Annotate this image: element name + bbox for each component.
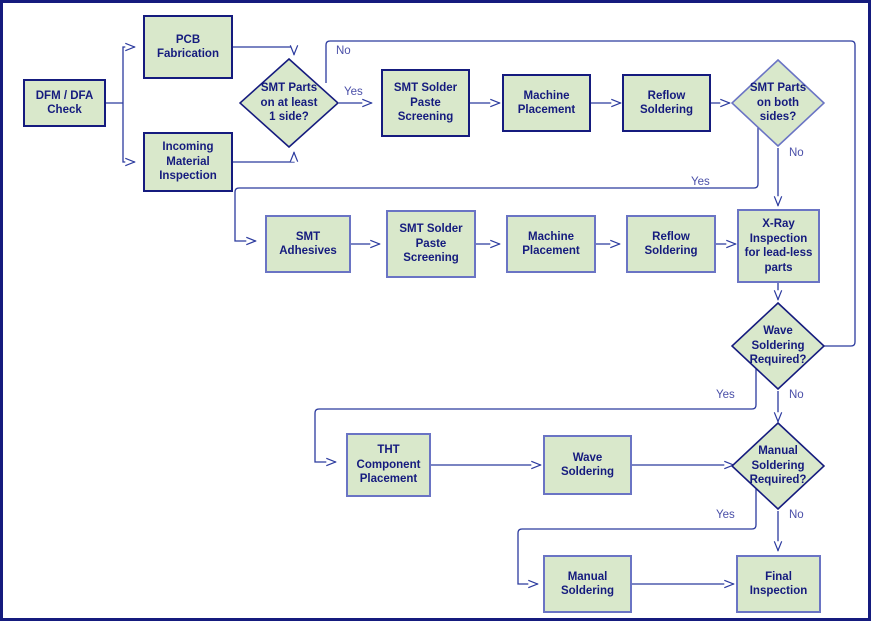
- node-pcb-fabrication[interactable]: PCB Fabrication: [143, 15, 233, 79]
- diamond-shape: [239, 58, 339, 148]
- node-final-inspection[interactable]: Final Inspection: [736, 555, 821, 613]
- node-label: Machine Placement: [522, 230, 580, 258]
- edge-pcb-smt1side: [233, 47, 294, 55]
- node-xray-inspection[interactable]: X-Ray Inspection for lead-less parts: [737, 209, 820, 283]
- node-smt-parts-one-side-decision[interactable]: SMT Parts on at least 1 side?: [239, 58, 339, 148]
- node-label: Reflow Soldering: [639, 89, 694, 117]
- edge-label-no-smt-one-side: No: [336, 45, 351, 57]
- node-machine-placement-2[interactable]: Machine Placement: [506, 215, 596, 273]
- node-label: PCB Fabrication: [157, 33, 219, 61]
- diamond-shape: [731, 302, 825, 390]
- node-reflow-soldering-2[interactable]: Reflow Soldering: [626, 215, 716, 273]
- diamond-shape: [731, 59, 825, 147]
- node-manual-soldering-required-decision[interactable]: Manual Soldering Required?: [731, 422, 825, 510]
- node-label: SMT Adhesives: [279, 230, 337, 258]
- node-reflow-soldering-1[interactable]: Reflow Soldering: [622, 74, 711, 132]
- edge-label-no-wave-required: No: [789, 389, 804, 401]
- node-smt-parts-both-sides-decision[interactable]: SMT Parts on both sides?: [731, 59, 825, 147]
- node-label: Manual Soldering: [560, 570, 615, 598]
- edge-label-no-manual-required: No: [789, 509, 804, 521]
- node-manual-soldering[interactable]: Manual Soldering: [543, 555, 632, 613]
- edge-label-no-smt-both-sides: No: [789, 147, 804, 159]
- node-smt-solder-paste-screening-1[interactable]: SMT Solder Paste Screening: [381, 69, 470, 137]
- edge-incoming-smt1side: [233, 152, 294, 163]
- node-label: SMT Solder Paste Screening: [393, 82, 458, 124]
- node-label: DFM / DFA Check: [35, 89, 94, 117]
- edge-label-yes-smt-both-sides: Yes: [691, 176, 710, 188]
- diamond-shape: [731, 422, 825, 510]
- node-label: Wave Soldering: [560, 451, 615, 479]
- node-incoming-material-inspection[interactable]: Incoming Material Inspection: [143, 132, 233, 192]
- node-label: SMT Solder Paste Screening: [399, 223, 463, 265]
- node-machine-placement-1[interactable]: Machine Placement: [502, 74, 591, 132]
- node-label: THT Component Placement: [356, 444, 421, 486]
- node-label: SMT Parts on at least 1 side?: [260, 82, 318, 124]
- edge-smt1side-no-wavereq: [325, 40, 856, 346]
- node-label: Reflow Soldering: [644, 230, 698, 258]
- edge-smtboth-yes-adhesives: [234, 122, 759, 241]
- edge-label-yes-manual-required: Yes: [716, 509, 735, 521]
- node-wave-soldering-required-decision[interactable]: Wave Soldering Required?: [731, 302, 825, 390]
- edge-dfm-pcb: [122, 47, 135, 103]
- edge-wavereq-yes-tht: [314, 368, 757, 462]
- node-label: SMT Parts on both sides?: [749, 82, 807, 124]
- node-smt-solder-paste-screening-2[interactable]: SMT Solder Paste Screening: [386, 210, 476, 278]
- edge-label-yes-smt-one-side: Yes: [344, 86, 363, 98]
- node-label: Final Inspection: [749, 570, 808, 598]
- node-dfm-dfa-check[interactable]: DFM / DFA Check: [23, 79, 106, 127]
- node-label: Manual Soldering Required?: [749, 445, 807, 487]
- node-label: X-Ray Inspection for lead-less parts: [744, 218, 813, 274]
- node-label: Machine Placement: [517, 89, 576, 117]
- edge-dfm-incoming: [122, 103, 135, 162]
- connector-layer: [106, 40, 856, 621]
- node-wave-soldering[interactable]: Wave Soldering: [543, 435, 632, 495]
- edge-label-yes-wave-required: Yes: [716, 389, 735, 401]
- node-tht-component-placement[interactable]: THT Component Placement: [346, 433, 431, 497]
- node-label: Incoming Material Inspection: [159, 141, 217, 183]
- node-label: Wave Soldering Required?: [749, 325, 807, 367]
- node-smt-adhesives[interactable]: SMT Adhesives: [265, 215, 351, 273]
- edge-manualreq-yes-manual: [517, 488, 757, 584]
